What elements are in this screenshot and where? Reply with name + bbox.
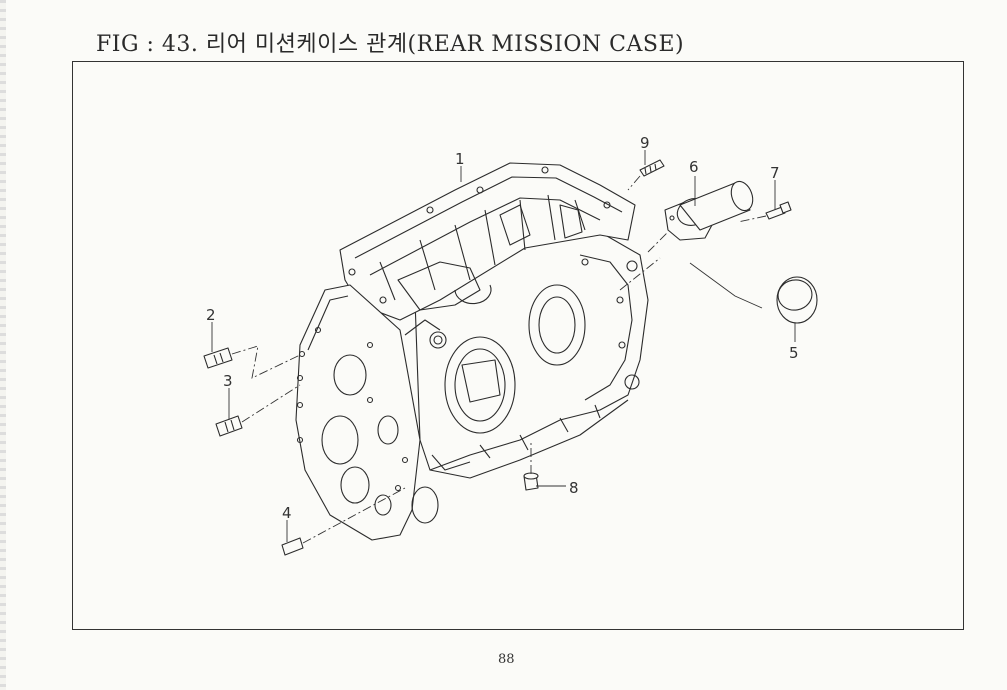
callout-3: 3 [223,372,233,390]
callout-9: 9 [640,134,650,152]
callout-8: 8 [569,479,579,497]
diagram-frame [72,61,964,630]
part-9-stud [627,159,665,191]
part-4-pin [281,537,304,556]
figure-title: FIG : 43. 리어 미션케이스 관계(REAR MISSION CASE) [96,32,685,57]
leader-lines [211,150,796,542]
callout-6: 6 [689,158,699,176]
rear-mission-case [295,162,649,541]
assembly-lines [231,231,669,544]
part-8-plug [523,472,539,491]
part-7-bolt [737,201,792,223]
callout-1: 1 [455,150,465,168]
page-number: 88 [498,652,515,667]
callout-7: 7 [770,164,780,182]
part-5-seal [689,262,818,324]
part-2-stud [203,347,233,369]
callout-5: 5 [789,344,799,362]
callout-2: 2 [206,306,216,324]
callout-4: 4 [282,504,292,522]
scan-edge [0,0,6,690]
part-6-sleeve [664,180,754,241]
part-3-stud [215,415,243,437]
